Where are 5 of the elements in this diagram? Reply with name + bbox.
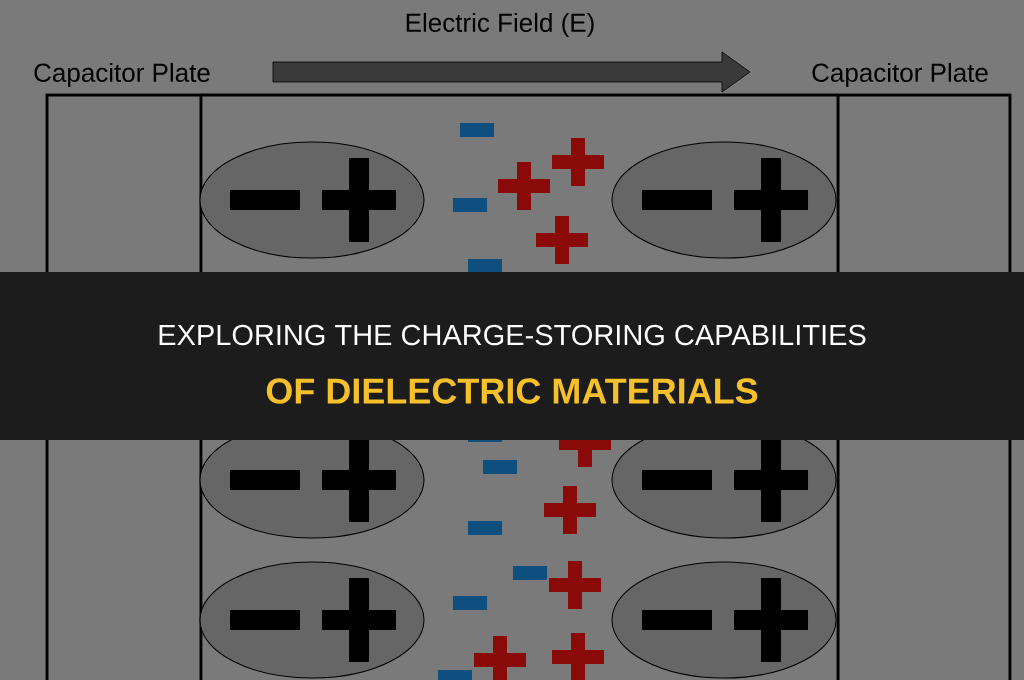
plate-label: Capacitor Plate	[812, 62, 988, 88]
plate-label: Capacitor Plate	[34, 62, 210, 88]
subtitle: OF DIELECTRIC MATERIALS	[266, 378, 758, 404]
field-label: Electric Field (E)	[406, 12, 594, 38]
title: EXPLORING THE CHARGE-STORING CAPABILITIES	[159, 324, 866, 346]
